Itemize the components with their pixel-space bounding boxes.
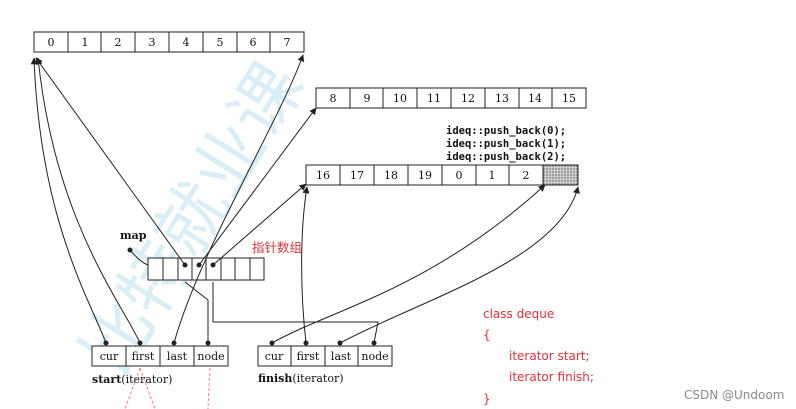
buffer-b-cell: 9 xyxy=(364,92,371,105)
code-start-member: iterator start; xyxy=(509,349,590,363)
start-cur-arrow xyxy=(30,57,107,344)
start-node-link xyxy=(184,281,209,343)
finish-last-arrow xyxy=(339,186,580,344)
hatched-cell xyxy=(542,164,579,186)
push-back-code: ideq::push_back(0); ideq::push_back(1); … xyxy=(446,125,566,163)
code-line: ideq::push_back(0); xyxy=(446,125,566,137)
iterator-field: first xyxy=(297,350,320,363)
buffer-a-cell: 1 xyxy=(82,36,89,49)
buffer-c-cell: 17 xyxy=(350,169,364,182)
pointer-arrow xyxy=(198,107,317,266)
code-finish-member: iterator finish; xyxy=(509,370,594,384)
buffer-c-cell: 2 xyxy=(523,169,530,182)
buffer-c-cell: 1 xyxy=(489,169,496,182)
buffer-a-cell: 6 xyxy=(250,36,257,49)
map-array: map 指针数组 xyxy=(120,229,302,281)
code-close-brace: } xyxy=(483,392,491,406)
code-line: ideq::push_back(2); xyxy=(446,151,566,163)
buffer-a-cell: 2 xyxy=(115,36,122,49)
iterator-field: last xyxy=(167,350,188,363)
pointer-arrow xyxy=(35,57,186,266)
buffer-b: 8 9 10 11 12 13 14 15 xyxy=(315,87,587,109)
finish-iterator-caption: finish(iterator) xyxy=(258,372,344,385)
buffer-a-cell: 7 xyxy=(284,36,291,49)
buffer-a-cell: 3 xyxy=(149,36,156,49)
start-iterator-caption: start(iterator) xyxy=(92,373,172,386)
buffer-b-cell: 12 xyxy=(461,92,475,105)
buffer-a: 0 1 2 3 4 5 6 7 xyxy=(33,31,305,53)
map-label: map xyxy=(120,229,147,242)
start-first-arrow xyxy=(35,57,141,344)
finish-first-arrow xyxy=(301,186,310,344)
buffer-c-cell: 16 xyxy=(316,169,330,182)
red-mark xyxy=(124,367,141,409)
pointer-arrow xyxy=(212,183,307,266)
buffer-a-cell: 5 xyxy=(217,36,224,49)
pointer-array-annotation: 指针数组 xyxy=(252,240,302,255)
buffer-c-cell: 18 xyxy=(384,169,398,182)
buffer-b-cell: 11 xyxy=(427,92,441,105)
code-class-line: class deque xyxy=(483,307,554,321)
buffer-b-cell: 15 xyxy=(562,92,576,105)
csdn-watermark: CSDN @Undoom xyxy=(684,388,784,402)
finish-iterator: cur first last node finish(iterator) xyxy=(257,340,393,385)
buffer-b-cell: 13 xyxy=(495,92,509,105)
code-open-brace: { xyxy=(483,328,491,342)
iterator-field: cur xyxy=(100,350,119,363)
iterator-field: last xyxy=(331,350,352,363)
buffer-c: 16 17 18 19 0 1 2 xyxy=(305,164,579,186)
finish-cur-arrow xyxy=(271,184,546,344)
buffer-b-cell: 14 xyxy=(528,92,542,105)
start-iterator: cur first last node start(iterator) xyxy=(91,340,229,386)
finish-node-link xyxy=(212,282,379,344)
red-mark xyxy=(207,367,211,409)
iterator-field: cur xyxy=(265,350,284,363)
iterator-field: node xyxy=(361,350,388,363)
start-last-arrow xyxy=(173,54,305,344)
iterator-field: node xyxy=(197,350,224,363)
buffer-a-cell: 0 xyxy=(48,36,55,49)
iterator-field: first xyxy=(132,350,155,363)
red-mark xyxy=(139,367,156,409)
buffer-b-cell: 10 xyxy=(393,92,407,105)
buffer-c-cell: 19 xyxy=(418,169,432,182)
class-deque-code: class deque { iterator start; iterator f… xyxy=(483,307,594,406)
buffer-a-cell: 4 xyxy=(183,36,190,49)
buffer-c-cell: 0 xyxy=(456,169,463,182)
code-line: ideq::push_back(1); xyxy=(446,138,566,150)
buffer-b-cell: 8 xyxy=(330,92,337,105)
